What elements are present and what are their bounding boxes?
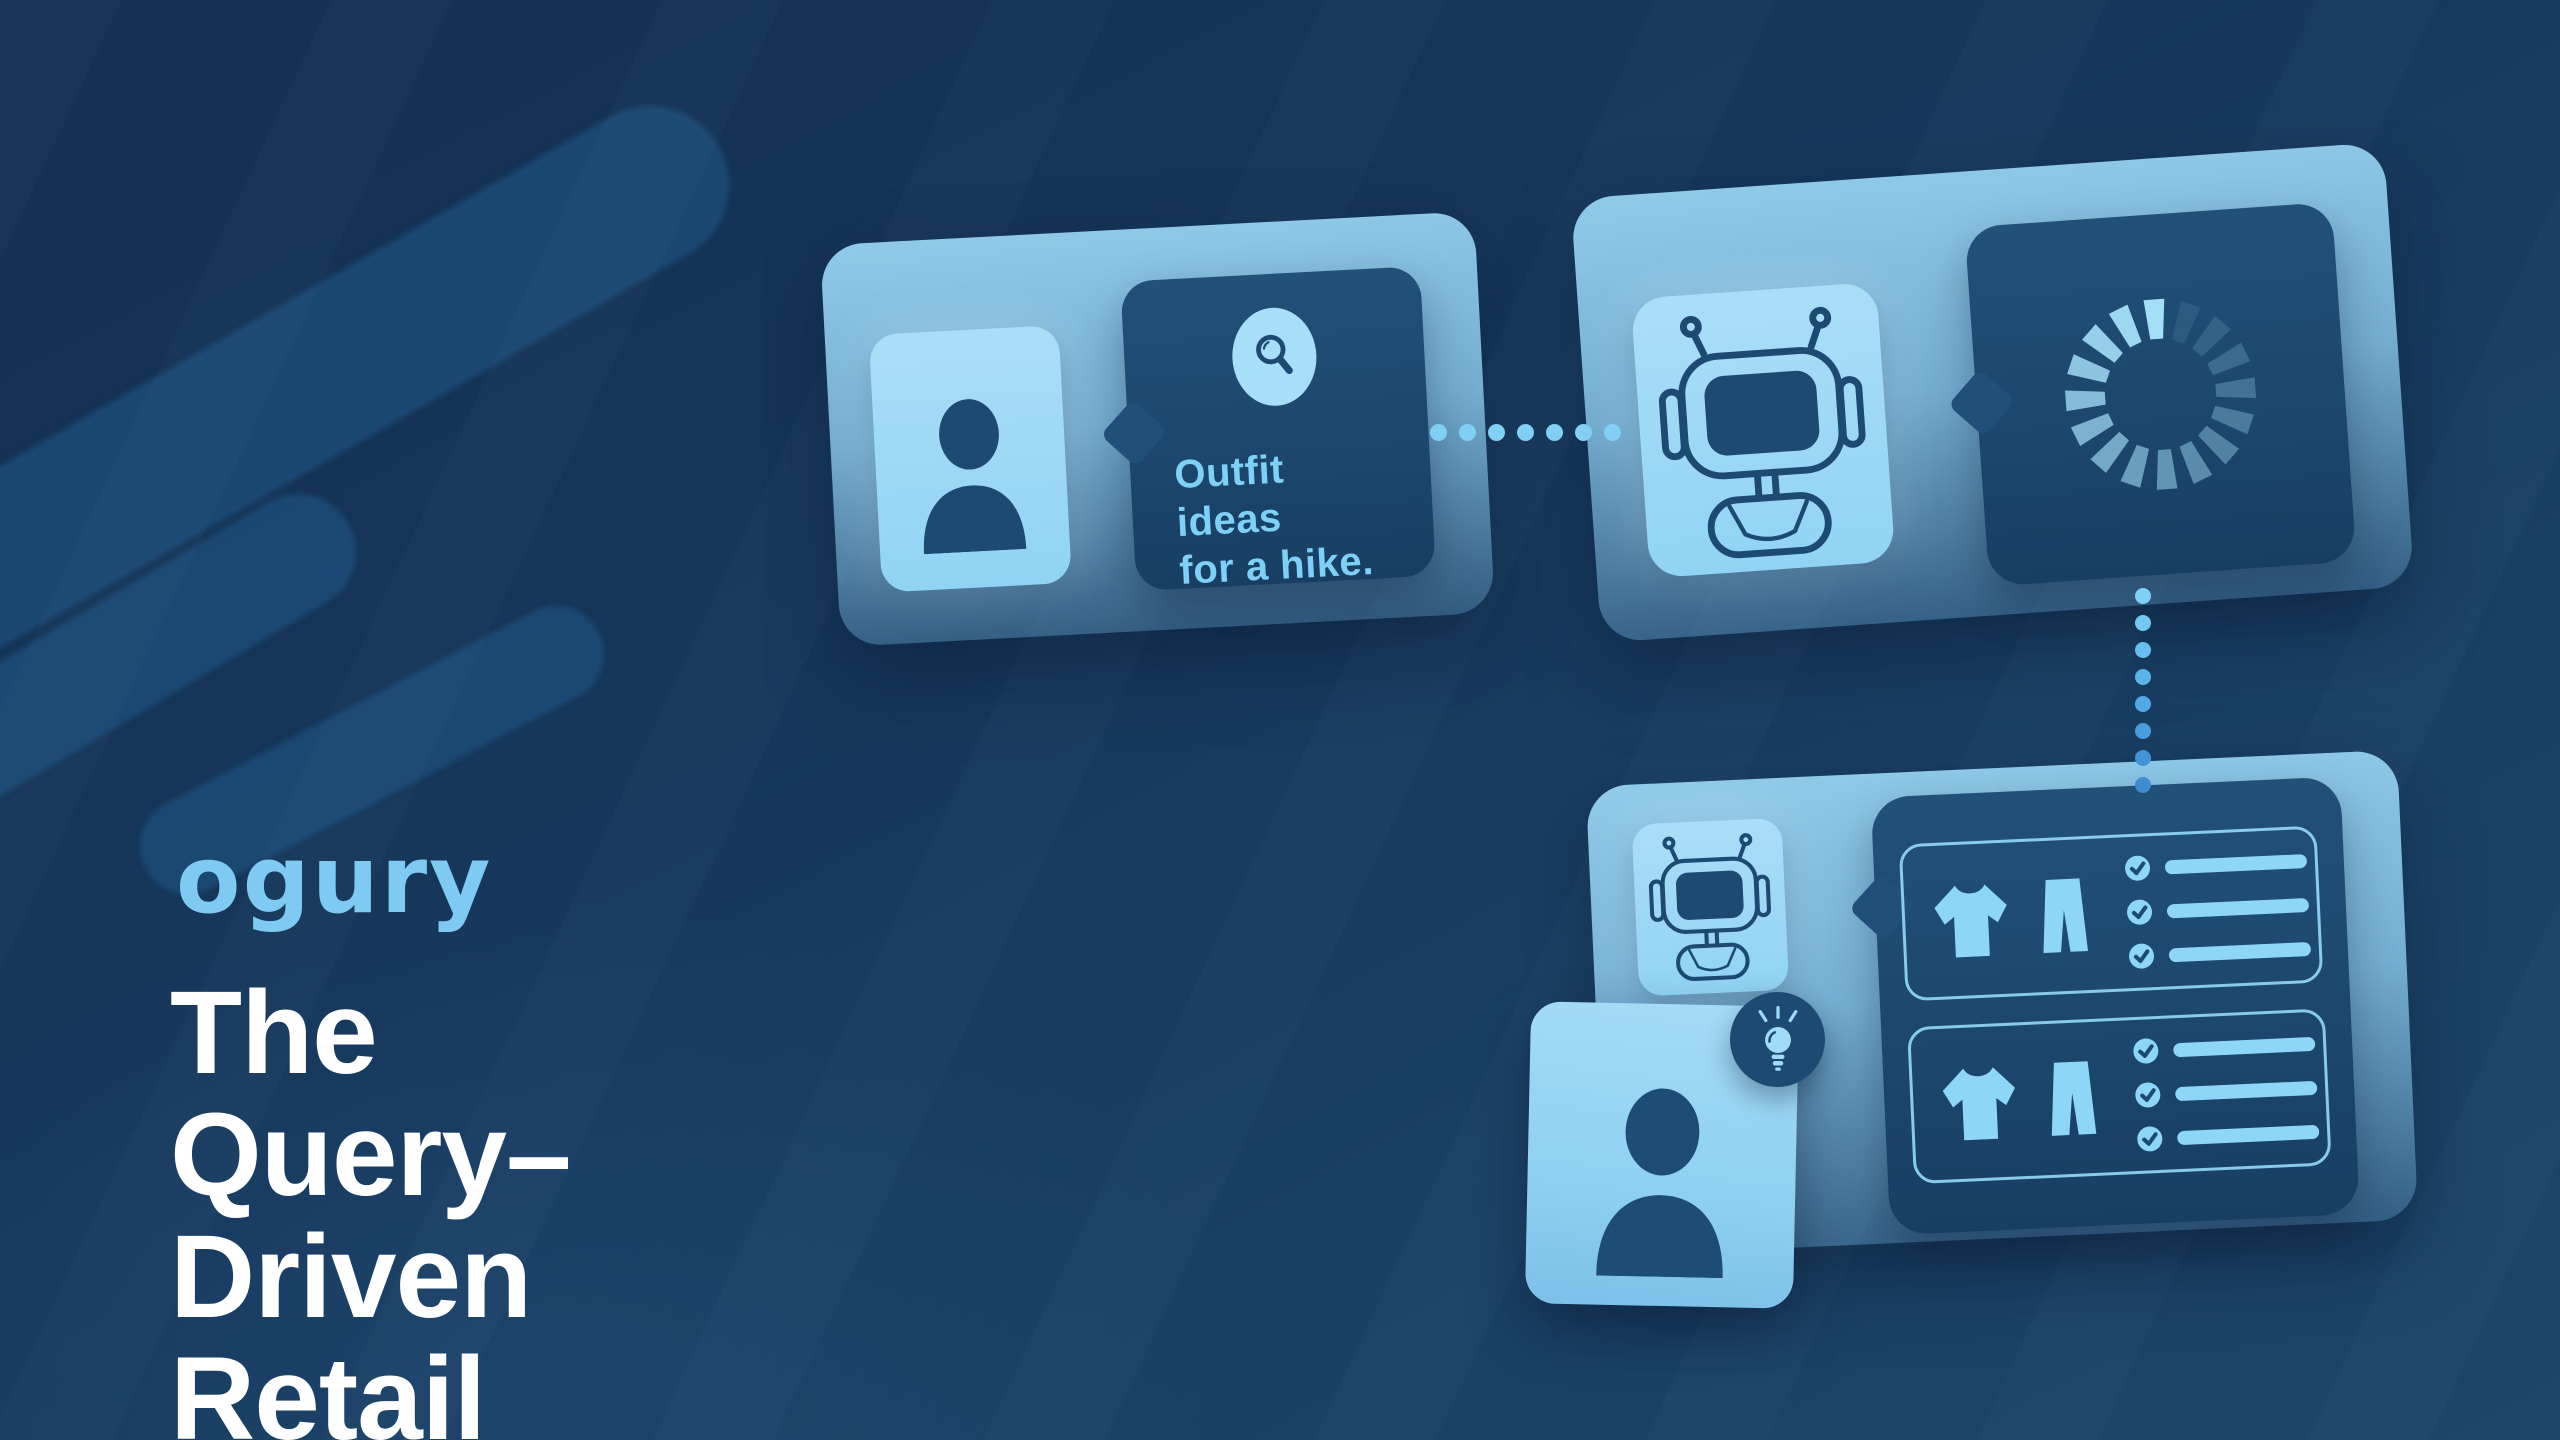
search-icon xyxy=(1229,305,1319,408)
query-text-line1: Outfit ideas xyxy=(1173,447,1286,546)
ogury-logo: ogury xyxy=(176,826,493,935)
connector-dot xyxy=(2135,750,2151,766)
connector-dot xyxy=(2135,642,2151,658)
processing-speech-bubble xyxy=(1947,201,2357,587)
text-line-bar xyxy=(2164,853,2308,874)
title-line2: Retail Journey xyxy=(170,1333,486,1440)
chatbot-icon xyxy=(1644,830,1777,984)
text-line-bar xyxy=(2172,1036,2316,1057)
check-icon xyxy=(2122,853,2152,883)
pants-icon xyxy=(2035,874,2093,957)
connector-dot xyxy=(1430,424,1447,441)
product-row xyxy=(1907,1008,2332,1185)
connector-dot xyxy=(2135,669,2151,685)
checklist-item xyxy=(2126,934,2312,971)
title-line1: The Query–Driven xyxy=(170,967,572,1343)
query-speech-bubble: Outfit ideas for a hike. xyxy=(1100,266,1437,593)
assistant-processing-card xyxy=(1570,142,2415,643)
connector-dot xyxy=(2135,615,2151,631)
text-line-bar xyxy=(2168,941,2312,962)
check-icon xyxy=(2126,941,2156,971)
idea-badge xyxy=(1730,992,1825,1087)
chatbot-tile-small xyxy=(1631,817,1790,997)
connector-dot xyxy=(1575,424,1592,441)
checklist-item xyxy=(2131,1029,2316,1066)
product-row xyxy=(1898,825,2324,1002)
connector-dot xyxy=(1517,424,1534,441)
lightbulb-icon xyxy=(1752,1006,1804,1074)
user-query-card: Outfit ideas for a hike. xyxy=(819,211,1496,647)
tshirt-icon xyxy=(1930,1059,2030,1146)
checklist-item xyxy=(2135,1117,2320,1154)
product-row-list xyxy=(1871,776,2360,1235)
user-avatar-tile xyxy=(868,325,1072,593)
connector-dot xyxy=(1488,424,1505,441)
user-avatar-icon xyxy=(902,377,1039,554)
checklist-item xyxy=(2124,890,2310,927)
pants-icon xyxy=(2044,1057,2102,1140)
speech-bubble-tail xyxy=(1100,399,1169,468)
check-icon xyxy=(2133,1080,2163,1110)
connector-dot xyxy=(2135,696,2151,712)
page-title: The Query–Driven Retail Journey xyxy=(170,972,622,1440)
connector-user-to-assistant xyxy=(1430,424,1621,441)
checklist-item xyxy=(2133,1073,2318,1110)
speech-bubble-tail xyxy=(1947,368,2016,437)
connector-dot xyxy=(2135,723,2151,739)
text-line-bar xyxy=(2176,1124,2320,1145)
product-checklist xyxy=(2131,1029,2320,1154)
check-icon xyxy=(2135,1124,2165,1154)
connector-assistant-to-results xyxy=(2135,588,2151,793)
check-icon xyxy=(2131,1036,2161,1066)
chatbot-tile xyxy=(1630,281,1896,579)
check-icon xyxy=(2124,897,2154,927)
product-checklist xyxy=(2122,846,2312,971)
query-text-line2: for a hike. xyxy=(1178,538,1375,594)
recommendations-speech-bubble xyxy=(1848,776,2360,1236)
user-avatar-icon xyxy=(1580,1064,1742,1278)
tshirt-icon xyxy=(1921,876,2021,963)
connector-dot xyxy=(2135,777,2151,793)
checklist-item xyxy=(2122,846,2308,883)
chatbot-icon xyxy=(1649,301,1878,565)
connector-dot xyxy=(2135,588,2151,604)
text-line-bar xyxy=(2174,1080,2318,1101)
loading-spinner-icon xyxy=(2065,298,2257,490)
query-text: Outfit ideas for a hike. xyxy=(1173,440,1400,595)
connector-dot xyxy=(1604,424,1621,441)
magnifier-glyph xyxy=(1244,321,1305,392)
connector-dot xyxy=(1459,424,1476,441)
text-line-bar xyxy=(2166,897,2310,918)
connector-dot xyxy=(1546,424,1563,441)
